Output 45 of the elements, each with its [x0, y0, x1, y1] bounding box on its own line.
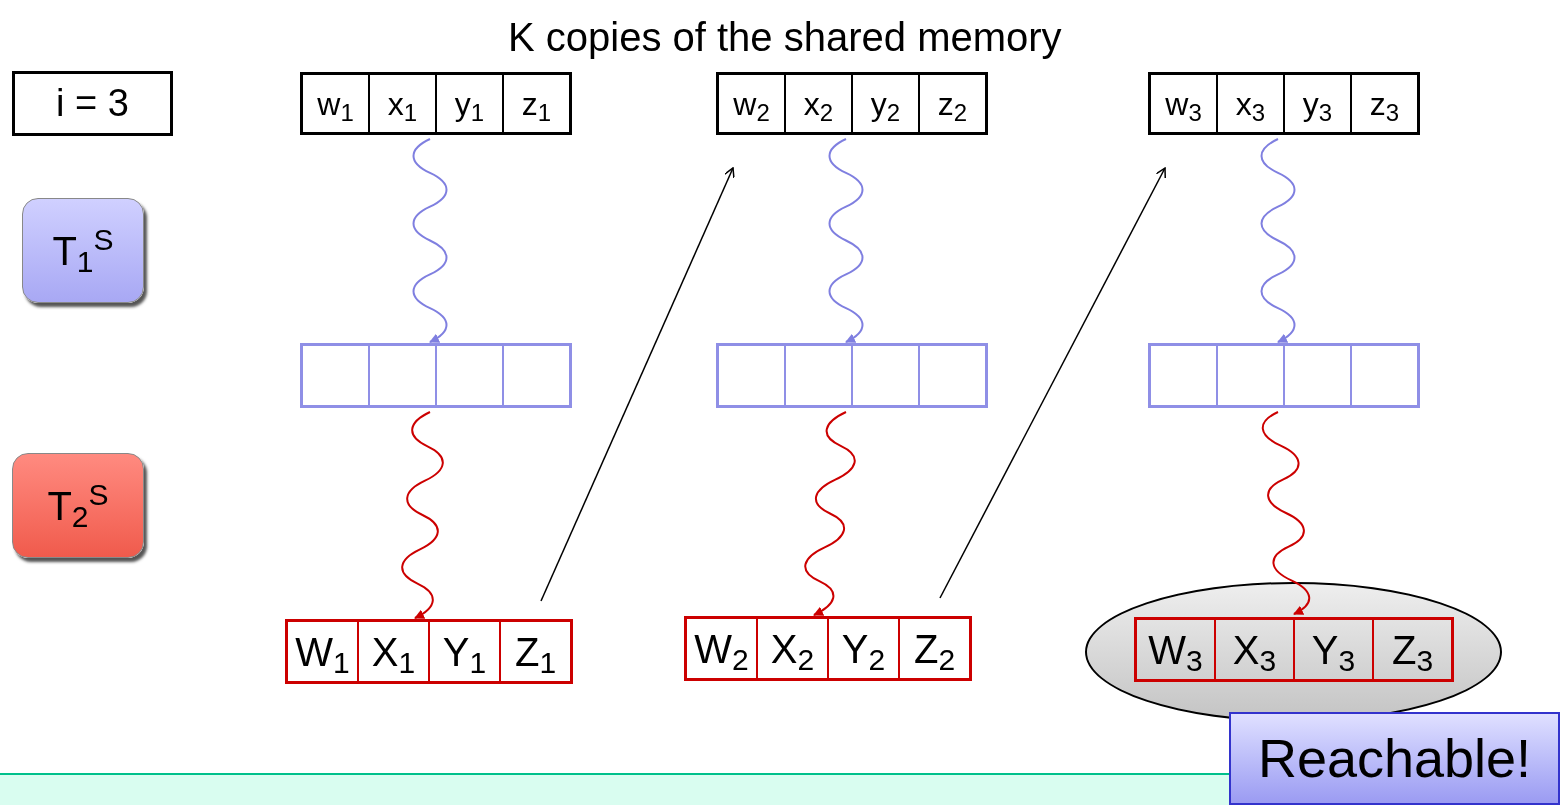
diagram-title: K copies of the shared memory — [508, 14, 1062, 61]
memory-cell-label: Y$_{1}$ — [442, 631, 487, 672]
memory-row — [285, 619, 573, 684]
result-callout: Reachable! — [1229, 712, 1560, 805]
arrow — [540, 167, 735, 602]
memory-cell-label: X$_{1}$ — [371, 631, 416, 672]
memory-cell-label: Y$_{3}$ — [1311, 629, 1356, 670]
memory-cell-label: W$_{1}$ — [295, 631, 350, 672]
memory-cell-label: Z$_{3}$ — [1391, 629, 1434, 670]
memory-cell-label: x$_{3}$ — [1235, 87, 1266, 120]
wavy-arrow — [401, 411, 444, 619]
memory-row — [1148, 72, 1420, 135]
memory-cell-label: w$_{1}$ — [317, 87, 354, 120]
memory-cell-label: w$_{3}$ — [1165, 87, 1202, 120]
memory-row — [716, 72, 988, 135]
memory-cell-label: y$_{1}$ — [454, 87, 485, 120]
memory-cell-label: z$_{2}$ — [937, 87, 968, 120]
memory-row — [1134, 617, 1454, 682]
empty-memory-row — [1148, 343, 1420, 408]
arrow — [939, 167, 1166, 599]
memory-cell-label: w$_{2}$ — [733, 87, 770, 120]
note-band — [0, 773, 1229, 805]
memory-cell-label: X$_{2}$ — [770, 628, 815, 669]
memory-cell-label: Y$_{2}$ — [841, 628, 886, 669]
counter-box: i = 3 — [12, 71, 173, 136]
memory-cell-label: x$_{2}$ — [803, 87, 834, 120]
empty-memory-row — [300, 343, 572, 408]
memory-cell-label: z$_{1}$ — [521, 87, 552, 120]
memory-cell-label: y$_{3}$ — [1302, 87, 1333, 120]
memory-cell-label: X$_{3}$ — [1232, 629, 1277, 670]
memory-cell-label: Z$_{1}$ — [514, 631, 557, 672]
empty-memory-row — [716, 343, 988, 408]
wavy-arrow — [412, 138, 448, 343]
memory-cell-label: x$_{1}$ — [387, 87, 418, 120]
wavy-arrow — [1260, 138, 1296, 343]
wavy-arrow — [828, 138, 864, 343]
memory-cell-label: W$_{2}$ — [694, 628, 749, 669]
wavy-arrow — [1261, 411, 1311, 615]
memory-cell-label: z$_{3}$ — [1369, 87, 1400, 120]
memory-row — [300, 72, 572, 135]
wavy-arrow — [804, 411, 856, 616]
memory-cell-label: Z$_{2}$ — [913, 628, 956, 669]
memory-cell-label: W$_{3}$ — [1148, 629, 1203, 670]
memory-row — [684, 616, 972, 681]
memory-cell-label: y$_{2}$ — [870, 87, 901, 120]
